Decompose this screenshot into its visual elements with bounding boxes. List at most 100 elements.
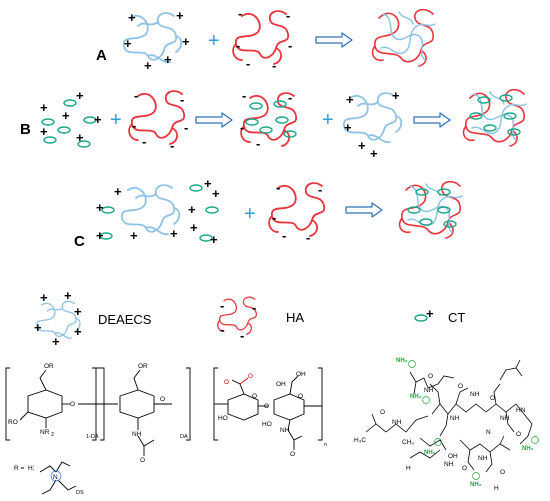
svg-text:-: - — [272, 210, 276, 225]
svg-text:R =: R = — [14, 465, 25, 472]
open-arrow-icon — [195, 112, 233, 128]
svg-text:-: - — [272, 58, 276, 73]
negative-charges: - - - - - - — [132, 88, 188, 153]
svg-text:+: + — [64, 288, 72, 303]
svg-text:+: + — [130, 228, 138, 243]
svg-text:+: + — [182, 34, 190, 49]
ct-labels: H₃C CH₃ NH₃ NH₃ NH₃ NH₃ NH₃ NH NH NH NH … — [354, 358, 539, 492]
svg-text:NH: NH — [392, 419, 402, 426]
legend: + + + + + + DEAECS - - - - HA + CT — [34, 288, 465, 349]
svg-text:+: + — [94, 112, 102, 127]
svg-text:O: O — [462, 465, 467, 472]
svg-text:-: - — [220, 298, 224, 313]
svg-text:-: - — [240, 328, 244, 343]
svg-text:HN: HN — [516, 407, 526, 414]
svg-text:+: + — [176, 8, 184, 23]
open-arrow-icon — [413, 112, 451, 128]
svg-text:O: O — [428, 373, 433, 380]
svg-text:+: + — [74, 304, 82, 319]
svg-text:-: - — [288, 90, 292, 105]
svg-text:N: N — [53, 474, 58, 481]
legend-ha: - - - - HA — [217, 296, 304, 343]
legend-ct-label: CT — [448, 310, 465, 325]
deaecs-structure — [5, 367, 191, 495]
svg-text:H;: H; — [28, 465, 35, 472]
open-arrow-icon — [345, 202, 383, 218]
svg-text:RO: RO — [8, 419, 18, 426]
ct-and-charges: + + + + + + + + + + — [96, 176, 220, 247]
svg-text:NH₃: NH₃ — [424, 450, 436, 456]
svg-text:DS: DS — [76, 490, 84, 496]
positive-charges: + + + + + + — [124, 8, 190, 73]
row-a: A + + + + + + + - - - - - - — [96, 6, 436, 73]
svg-text:NH₃: NH₃ — [470, 482, 482, 488]
legend-ha-label: HA — [286, 310, 304, 325]
svg-text:NH: NH — [478, 455, 488, 462]
svg-text:NH: NH — [444, 461, 454, 468]
svg-text:+: + — [76, 130, 84, 145]
svg-text:+: + — [164, 52, 172, 67]
svg-text:O: O — [248, 373, 253, 380]
svg-text:O: O — [70, 401, 75, 408]
svg-text:-: - — [286, 8, 290, 23]
plus-operator-icon: + — [322, 109, 334, 131]
svg-text:+: + — [210, 232, 218, 247]
svg-text:-: - — [246, 56, 250, 71]
svg-text:HO: HO — [262, 421, 272, 428]
row-c: C + + + + + + + + + + + - - - — [74, 176, 463, 250]
svg-text:-: - — [252, 300, 256, 315]
svg-text:-: - — [134, 88, 138, 103]
svg-text:+: + — [114, 184, 122, 199]
svg-text:+: + — [170, 226, 178, 241]
legend-deaecs: + + + + + + DEAECS — [34, 288, 152, 349]
complex-coil — [371, 8, 436, 67]
svg-text:+: + — [128, 10, 136, 25]
svg-text:-: - — [240, 120, 244, 135]
svg-text:+: + — [344, 120, 352, 135]
svg-text:O: O — [516, 431, 521, 438]
ct-amine-group: NH₃ — [410, 394, 430, 404]
svg-text:NH: NH — [280, 427, 290, 434]
svg-text:NH₃: NH₃ — [410, 394, 422, 400]
svg-text:+: + — [370, 146, 378, 161]
svg-text:-: - — [238, 6, 242, 21]
legend-deaecs-label: DEAECS — [98, 312, 152, 327]
svg-text:NH: NH — [450, 415, 460, 422]
svg-text:-: - — [180, 92, 184, 107]
svg-text:HO: HO — [218, 415, 228, 422]
svg-text:CH₃: CH₃ — [402, 439, 414, 446]
svg-text:-: - — [132, 118, 136, 133]
positive-charges: + + + + + — [344, 88, 400, 161]
svg-text:N: N — [486, 429, 491, 436]
svg-text:H₃C: H₃C — [354, 437, 366, 444]
complex-coil-with-ct — [462, 88, 527, 147]
svg-text:+: + — [40, 124, 48, 139]
svg-text:O: O — [380, 409, 385, 416]
ct-structure — [365, 359, 533, 473]
svg-text:+: + — [52, 334, 60, 349]
svg-text:-: - — [306, 230, 310, 245]
svg-text:-: - — [256, 136, 260, 151]
ha-labels: O O HO HO OH OH O O O NH O n — [218, 371, 327, 458]
svg-text:+: + — [392, 88, 400, 103]
svg-text:OH: OH — [448, 453, 458, 460]
svg-text:O: O — [160, 396, 165, 403]
svg-text:+: + — [76, 88, 84, 103]
svg-text:H: H — [494, 485, 499, 492]
negative-charges: - - - - - - — [236, 6, 292, 73]
svg-text:2: 2 — [51, 432, 54, 438]
svg-text:+: + — [96, 200, 104, 215]
svg-text:NH: NH — [470, 391, 480, 398]
svg-text:O: O — [500, 469, 505, 476]
svg-text:1-DA: 1-DA — [86, 434, 99, 440]
row-label-b: B — [20, 121, 31, 138]
svg-text:+: + — [346, 92, 354, 107]
ha-structure — [213, 367, 323, 450]
ct-amine-group: NH₃ — [470, 472, 482, 488]
svg-text:-: - — [288, 38, 292, 53]
ct-amine-group: NH₃ — [522, 436, 539, 452]
svg-text:OH: OH — [296, 371, 306, 378]
svg-text:-: - — [282, 228, 286, 243]
row-label-c: C — [74, 233, 85, 250]
svg-text:-: - — [142, 134, 146, 149]
